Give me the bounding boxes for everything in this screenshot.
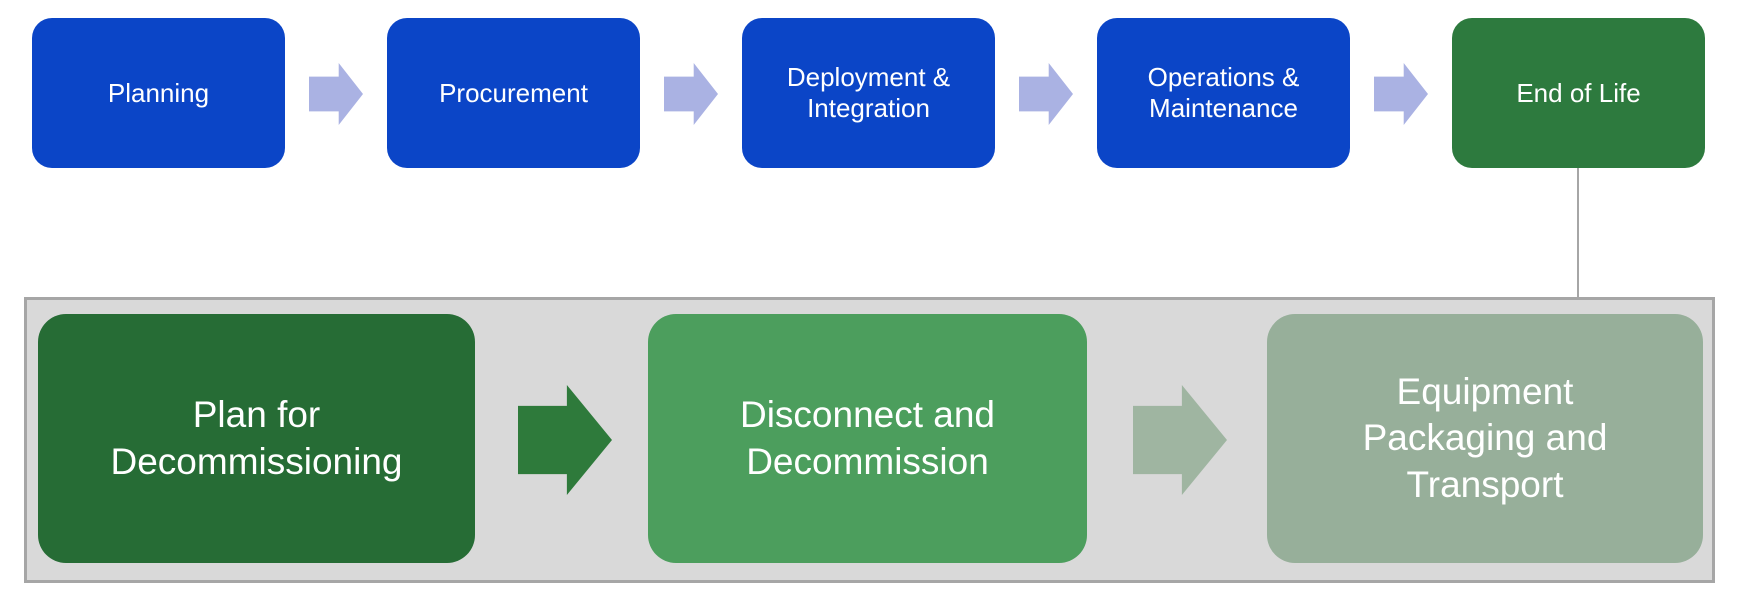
step-box-disconnect-and-decommission: Disconnect and Decommission — [648, 314, 1087, 563]
step-label: Disconnect and Decommission — [739, 394, 996, 482]
stage-box-procurement: Procurement — [387, 18, 640, 168]
stage-box-deployment-integration: Deployment & Integration — [742, 18, 995, 168]
arrow-right-icon — [1019, 63, 1073, 125]
stage-label: Deployment & Integration — [786, 62, 951, 123]
step-label: Equipment Packaging and Transport — [1362, 371, 1608, 505]
arrow-right-icon — [664, 63, 718, 125]
step-label: Plan for Decommissioning — [110, 394, 403, 482]
step-box-plan-for-decommissioning: Plan for Decommissioning — [38, 314, 475, 563]
connector-line — [1577, 168, 1579, 300]
stage-box-operations-maintenance: Operations & Maintenance — [1097, 18, 1350, 168]
stage-label: Planning — [107, 77, 210, 108]
step-box-equipment-packaging-transport: Equipment Packaging and Transport — [1267, 314, 1703, 563]
stage-box-planning: Planning — [32, 18, 285, 168]
arrow-right-icon — [1374, 63, 1428, 125]
arrow-right-icon — [309, 63, 363, 125]
stage-label: Procurement — [439, 77, 588, 108]
stage-box-end-of-life: End of Life — [1452, 18, 1705, 168]
stage-label: End of Life — [1516, 77, 1641, 108]
stage-label: Operations & Maintenance — [1147, 62, 1300, 123]
